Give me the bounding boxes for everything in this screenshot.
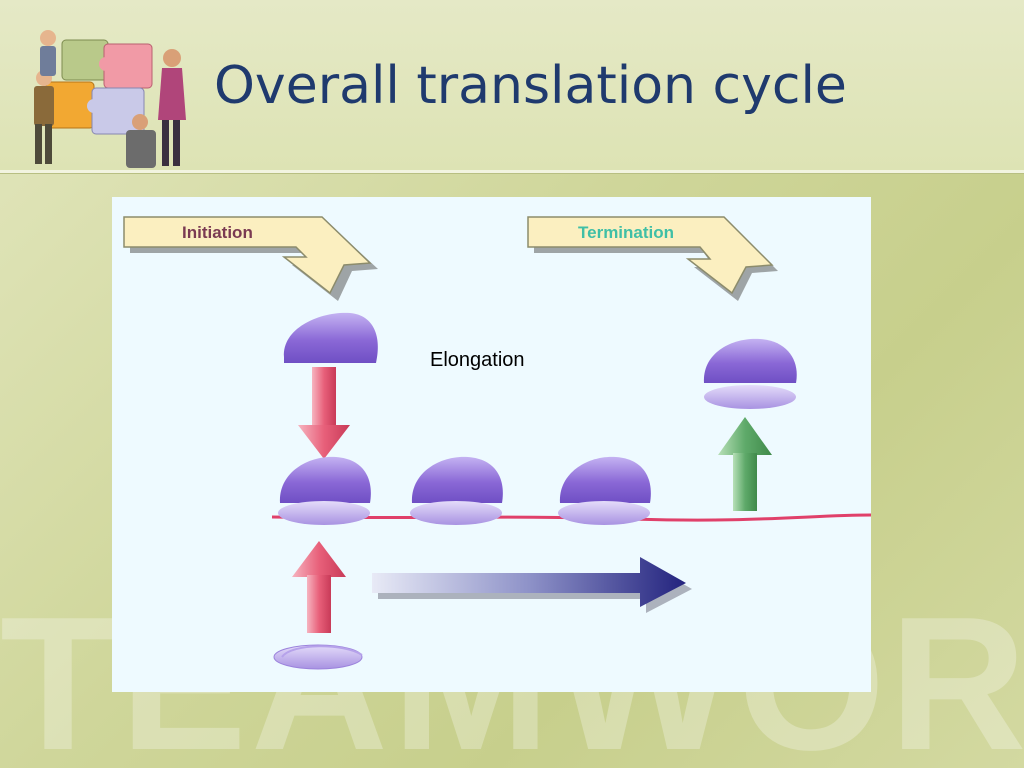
initiation-label: Initiation (182, 223, 253, 242)
pink-down-arrow (298, 367, 350, 459)
pink-up-arrow (292, 541, 346, 633)
termination-callout-arrow: Termination (527, 216, 778, 301)
header-divider (0, 170, 1024, 173)
ribosome-elongating-1 (410, 456, 503, 525)
green-up-arrow (718, 417, 772, 511)
slide-title: Overall translation cycle (214, 56, 847, 116)
diagram-canvas: Initiation Termination (123, 216, 871, 670)
elongation-direction-arrow (372, 557, 692, 613)
teamwork-puzzle-people-icon (34, 30, 186, 168)
ribosome-released (703, 338, 797, 409)
small-subunit-free (273, 644, 363, 670)
ribosome-elongating-2 (558, 456, 651, 525)
ribosome-initiation (278, 456, 371, 525)
large-subunit-free (283, 312, 378, 363)
elongation-label: Elongation (430, 349, 525, 371)
translation-diagram: Initiation Termination (112, 197, 871, 692)
initiation-callout-arrow: Initiation (123, 216, 378, 301)
termination-label: Termination (578, 223, 674, 242)
